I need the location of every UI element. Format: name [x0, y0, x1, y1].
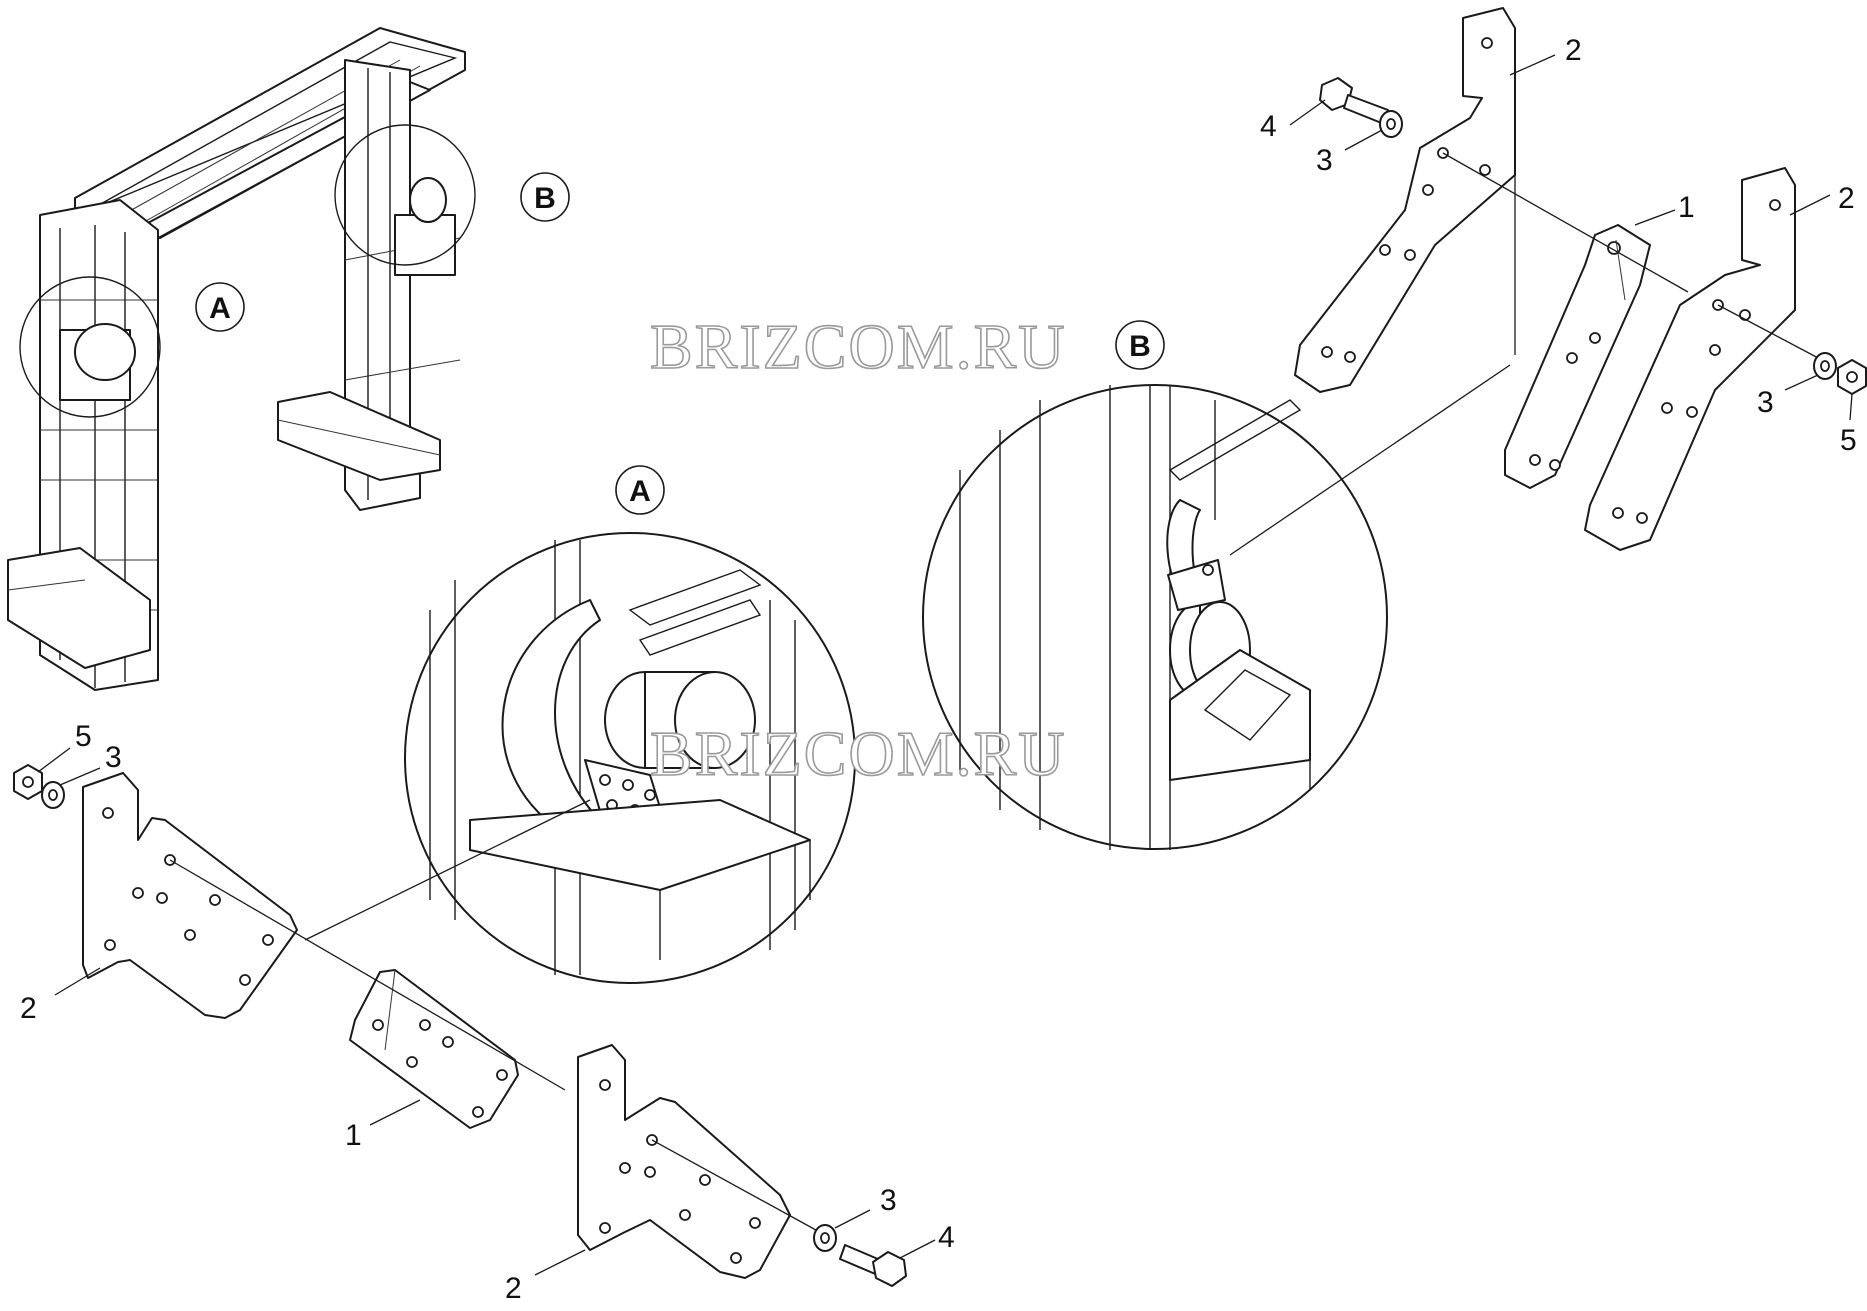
washer-b-top: [1379, 110, 1403, 138]
detail-badge-b: B: [1115, 320, 1165, 370]
callout-3-a-bottom: 3: [880, 1184, 897, 1217]
callout-5-a: 5: [75, 720, 92, 753]
callout-3-a-top: 3: [105, 741, 122, 774]
watermark-top: BRIZCOM.RU: [650, 311, 1067, 382]
washer-a-left: [41, 781, 65, 809]
callout-2-b-right: 2: [1838, 182, 1855, 215]
svg-text:A: A: [209, 292, 231, 325]
callout-1-a: 1: [345, 1119, 362, 1152]
callout-4-a: 4: [938, 1221, 955, 1254]
hex-bolt-a: [839, 1244, 907, 1287]
svg-text:B: B: [534, 182, 556, 215]
watermark-center: BRIZCOM.RU: [650, 718, 1067, 789]
callout-1-b: 1: [1678, 191, 1695, 224]
bracket-plate-lower-b: [1584, 167, 1796, 551]
detail-badge-b-small: B: [520, 172, 570, 222]
svg-text:A: A: [629, 475, 651, 508]
detail-badge-a-small: A: [195, 282, 245, 332]
bracket-plate-upper-b: [1294, 7, 1516, 393]
exploded-parts-a: 5 3 2 1 3 4 2: [13, 720, 955, 1305]
overview-frame: A B: [7, 27, 570, 691]
callout-2-a-left: 2: [20, 992, 37, 1025]
callout-5-b: 5: [1840, 424, 1857, 457]
callout-2-a-bottom: 2: [505, 1272, 522, 1305]
hex-nut-b: [1837, 359, 1867, 395]
callout-2-b-top: 2: [1565, 34, 1582, 67]
bracket-plate-right-a: [577, 1044, 791, 1279]
callout-3-b-top: 3: [1316, 144, 1333, 177]
callout-3-b-right: 3: [1757, 386, 1774, 419]
svg-text:B: B: [1129, 330, 1151, 363]
detail-view-b: B: [922, 320, 1388, 850]
callout-4-b: 4: [1260, 110, 1277, 143]
washer-b-right: [1813, 352, 1837, 380]
hex-bolt-b: [1319, 77, 1389, 125]
exploded-parts-b: 2 4 3 1 2 3 5: [1229, 7, 1867, 556]
detail-circle-a-overview: [19, 276, 161, 418]
detail-view-a: A: [404, 465, 856, 984]
hex-nut-a: [13, 764, 43, 800]
detail-circle-b-overview: [334, 124, 476, 266]
bracket-plate-left-a: [82, 772, 298, 1019]
spacer-plate-a: [349, 969, 519, 1129]
washer-a-right: [813, 1224, 837, 1252]
detail-badge-a: A: [615, 465, 665, 515]
